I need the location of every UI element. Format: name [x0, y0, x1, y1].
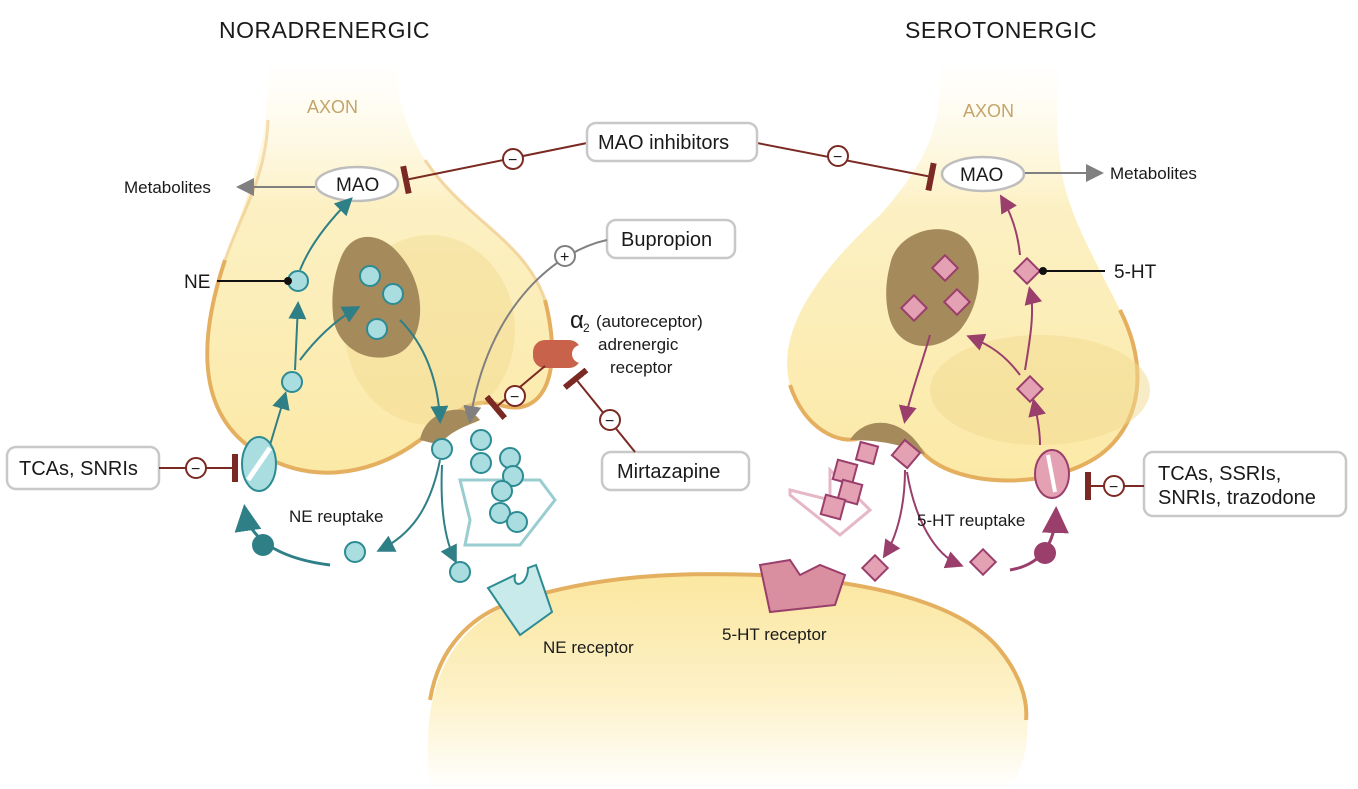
minus-sign-icon: [504, 385, 526, 407]
mao-label-left: MAO: [336, 175, 379, 196]
5ht-molecule: [968, 547, 998, 577]
ne-molecule: [449, 561, 471, 583]
mao-inhibitors-label: MAO inhibitors: [598, 132, 729, 154]
ne-reuptake-transporter: [241, 436, 277, 492]
mao-inhibitors-group: MAO inhibitors − −: [400, 121, 937, 195]
minus-sign-text: −: [510, 389, 519, 406]
axon-label-right: AXON: [963, 101, 1014, 121]
minus-sign-icon: [185, 457, 207, 479]
5ht-label: 5-HT: [1114, 262, 1157, 283]
bupropion-label: Bupropion: [621, 229, 712, 251]
tcas-ssris-label-line1: TCAs, SSRIs,: [1158, 463, 1281, 485]
tcas-snris-label: TCAs, SNRIs: [19, 458, 138, 480]
5ht-molecule: [1012, 256, 1042, 286]
plus-sign-text: +: [560, 249, 569, 266]
alpha2-autoreceptor: [533, 340, 590, 368]
minus-sign-icon: [599, 409, 621, 431]
postsynaptic-neuron: [427, 572, 1029, 789]
reuptake-rotation-icon: [1034, 542, 1056, 564]
ne-molecule: [382, 283, 404, 305]
mao-label-right: MAO: [960, 165, 1003, 186]
alpha-subscript: 2: [583, 321, 590, 335]
ne-molecule: [366, 318, 388, 340]
minus-sign-icon: [827, 145, 849, 167]
5ht-release-cluster: [788, 438, 922, 537]
ne-label: NE: [184, 272, 210, 293]
5ht-receptor: [758, 558, 847, 614]
minus-sign-text: −: [1109, 479, 1118, 496]
5ht-receptor-label: 5-HT receptor: [722, 625, 827, 644]
mao-enzyme-right: [940, 155, 1026, 193]
ne-molecule: [344, 541, 366, 563]
5ht-molecule: [930, 253, 960, 283]
noradrenergic-title: NORADRENERGIC: [219, 17, 430, 43]
ne-molecule: [359, 265, 381, 287]
ne-vesicle: [332, 236, 421, 358]
5ht-molecule: [942, 287, 972, 317]
ne-release-cluster: [431, 429, 557, 547]
autoreceptor-label: (autoreceptor): [596, 312, 703, 331]
minus-sign-text: −: [191, 461, 200, 478]
5ht-reuptake-transporter: [1034, 449, 1070, 499]
bupropion-box: [605, 218, 737, 260]
mao-inhibitors-box: [585, 121, 759, 163]
mao-enzyme-left: [314, 165, 400, 203]
plus-sign-icon: [554, 245, 576, 267]
reuptake-rotation-icon: [252, 534, 274, 556]
minus-sign-icon: [502, 148, 524, 170]
ne-reuptake-label: NE reuptake: [289, 507, 384, 526]
metabolites-label-left: Metabolites: [124, 178, 211, 197]
mirtazapine-label: Mirtazapine: [617, 461, 720, 483]
receptor-label: receptor: [610, 358, 673, 377]
ne-receptor: [486, 563, 554, 637]
minus-sign-text: −: [833, 149, 842, 166]
5ht-molecule: [899, 293, 929, 323]
minus-sign-icon: [1103, 475, 1125, 497]
ne-receptor-label: NE receptor: [543, 638, 634, 657]
minus-sign-text: −: [605, 413, 614, 430]
alpha-symbol: α: [570, 307, 584, 334]
tcas-ssris-label-line2: SNRIs, trazodone: [1158, 487, 1316, 509]
metabolites-label-right: Metabolites: [1110, 164, 1197, 183]
adrenergic-label: adrenergic: [598, 335, 679, 354]
5ht-molecule: [1015, 374, 1045, 404]
5ht-molecule: [860, 553, 890, 583]
axon-label-left: AXON: [307, 97, 358, 117]
mirtazapine-box: [600, 450, 751, 492]
serotonergic-title: SEROTONERGIC: [905, 17, 1097, 43]
minus-sign-text: −: [508, 152, 517, 169]
tcas-ssris-box: [1142, 450, 1348, 518]
5ht-reuptake-label: 5-HT reuptake: [917, 511, 1025, 530]
ne-molecule: [281, 371, 303, 393]
